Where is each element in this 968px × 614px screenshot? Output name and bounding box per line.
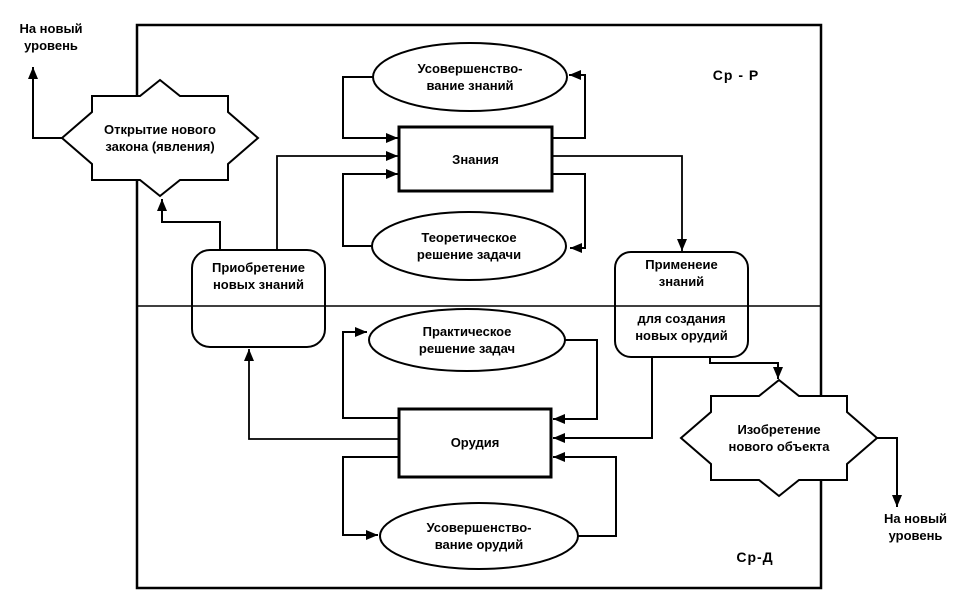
node-invention-label: Изобретение нового объекта (728, 422, 830, 454)
node-invention-starburst (679, 378, 879, 498)
connector-improve-knowledge-to-knowledge (342, 76, 398, 143)
node-improve-tools-label: Усовершенство- вание орудий (426, 520, 532, 552)
connector-application-to-invention (709, 357, 783, 379)
node-application-upper-label: Применеие знаний (645, 257, 718, 289)
node-acquisition-label: Приобретение новых знаний (212, 260, 305, 292)
connector-invention-to-new-level (877, 437, 902, 507)
connector-knowledge-to-application (552, 155, 687, 251)
connector-acquisition-to-knowledge (276, 151, 398, 250)
connector-knowledge-to-theoretical (552, 173, 586, 253)
connector-knowledge-to-improve-knowledge (552, 70, 586, 139)
connector-discovery-to-new-level (28, 67, 62, 139)
node-application-lower-label: для создания новых орудий (635, 311, 728, 343)
node-knowledge-label: Знания (452, 152, 499, 167)
exit-label-bottom-right: На новый уровень (883, 511, 948, 543)
node-improve-knowledge-ellipse (372, 42, 568, 112)
node-acquisition-rounded-rect (191, 249, 326, 348)
connector-theoretical-to-knowledge (342, 169, 398, 247)
connector-application-to-tools (553, 357, 653, 443)
node-practical-label: Практическое решение задач (418, 324, 516, 356)
region-label-sr-r: Ср - Р (712, 67, 760, 83)
connector-acquisition-to-discovery (157, 199, 221, 250)
connector-tools-to-practical (342, 327, 399, 419)
node-knowledge-rect (397, 125, 554, 193)
connector-practical-to-tools (553, 339, 598, 424)
connector-tools-to-acquisition (244, 349, 399, 440)
exit-label-top-left: На новый уровень (19, 21, 83, 53)
node-theoretical-label: Теоретическое решение задачи (416, 230, 522, 262)
region-label-sr-d: Ср-Д (736, 549, 774, 565)
node-practical-ellipse (368, 308, 566, 372)
node-improve-knowledge-label: Усовершенство- вание знаний (417, 61, 523, 93)
node-application-rounded-rect (614, 251, 749, 358)
connector-improve-tools-to-tools (553, 452, 617, 537)
node-tools-label: Орудия (450, 435, 500, 450)
connector-tools-to-improve-tools (342, 456, 399, 540)
node-tools-rect (397, 407, 553, 479)
node-improve-tools-ellipse (379, 502, 579, 570)
node-discovery-label: Открытие нового закона (явления) (104, 122, 216, 154)
node-theoretical-ellipse (371, 211, 567, 281)
node-discovery-starburst (60, 78, 260, 198)
